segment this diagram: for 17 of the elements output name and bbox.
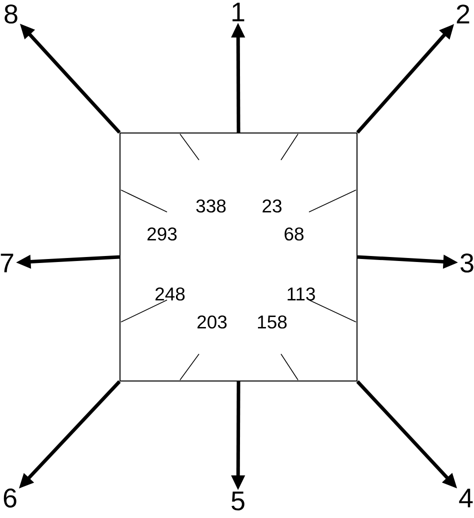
angle-label: 293 <box>148 227 177 241</box>
direction-number: 7 <box>0 254 14 272</box>
angle-label: 23 <box>262 199 282 213</box>
direction-number: 6 <box>4 488 16 508</box>
angle-label: 338 <box>196 199 226 213</box>
angle-label: 203 <box>198 315 227 329</box>
direction-number: 4 <box>459 488 473 508</box>
angle-label: 248 <box>156 287 185 301</box>
angle-label: 158 <box>258 315 287 329</box>
direction-number: 2 <box>456 4 470 24</box>
direction-number: 1 <box>232 2 244 22</box>
direction-number: 5 <box>232 492 244 510</box>
square-box <box>120 132 358 382</box>
direction-number: 8 <box>4 4 18 24</box>
angle-label: 68 <box>284 227 304 241</box>
direction-number: 3 <box>460 253 474 273</box>
angle-label: 113 <box>288 287 315 301</box>
